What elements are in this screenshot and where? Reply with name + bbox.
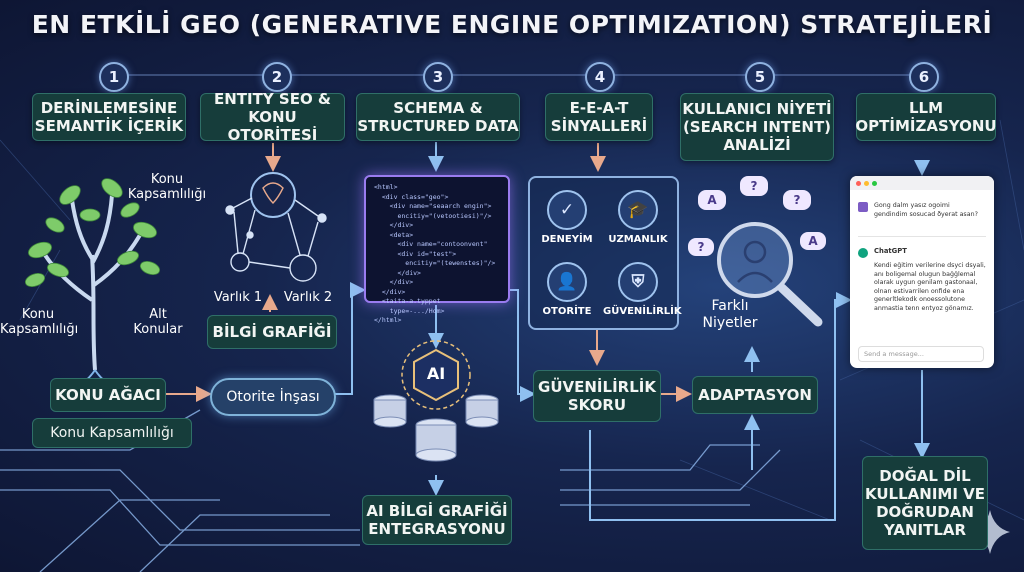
- step-header-6: LLM OPTİMİZASYONU: [855, 93, 997, 141]
- topic-tree-box: KONU AĞACI: [50, 378, 166, 412]
- step-number-1: 1: [99, 62, 129, 92]
- step-header-3: SCHEMA & STRUCTURED DATA: [356, 93, 520, 141]
- step-header-1: DERİNLEMESİNE SEMANTİK İÇERİK: [32, 93, 186, 141]
- chatgpt-logo-icon: [858, 248, 868, 258]
- trust-score-box: GÜVENİLİRLİK SKORU: [533, 370, 661, 422]
- chat-bot-name: ChatGPT: [874, 247, 907, 255]
- database-icons: [373, 394, 499, 462]
- user-badge-icon: 👤: [547, 262, 587, 302]
- shield-icon: ⛨: [618, 262, 658, 302]
- step-header-2: ENTITY SEO & KONU OTORİTESİ: [200, 90, 345, 144]
- step-number-2: 2: [262, 62, 292, 92]
- sparkle-icon: [970, 510, 1010, 554]
- svg-text:?: ?: [751, 179, 758, 193]
- chat-answer: Kendi eğitim verilerine dsyci dsyali, an…: [874, 262, 986, 312]
- chat-question: Gong dalm yasız ogoimi gendindim sosucad…: [874, 202, 978, 218]
- entity-graph: [225, 172, 327, 282]
- topic-coverage-box: Konu Kapsamlılığı: [32, 418, 192, 448]
- eeat-authority: 👤 OTORİTE: [532, 262, 602, 317]
- knowledge-graph-box: BİLGİ GRAFİĞİ: [207, 315, 337, 349]
- eeat-authority-label: OTORİTE: [542, 306, 592, 317]
- svg-text:A: A: [707, 193, 717, 207]
- tree-label-top: Konu Kapsamlılığı: [127, 172, 207, 202]
- check-badge-icon: ✓: [547, 190, 587, 230]
- ai-knowledge-graph-integration-box: AI BİLGİ GRAFİĞİ ENTEGRASYONU: [362, 495, 512, 545]
- step-header-4: E-E-A-T SİNYALLERİ: [545, 93, 653, 141]
- svg-text:?: ?: [794, 193, 801, 207]
- eeat-experience-label: DENEYİM: [541, 234, 593, 245]
- tree-graphic: [24, 178, 161, 396]
- entity-node-1: Varlık 1: [213, 290, 263, 305]
- step-number-5: 5: [745, 62, 775, 92]
- entity-node-2: Varlık 2: [283, 290, 333, 305]
- code-snippet: <html> <div class="geo"> <div name="seaa…: [364, 175, 510, 324]
- adaptation-box: ADAPTASYON: [692, 376, 818, 414]
- chat-window: Gong dalm yasız ogoimi gendindim sosucad…: [850, 176, 994, 368]
- tree-label-left: Konu Kapsamlılığı: [0, 307, 79, 337]
- eeat-experience: ✓ DENEYİM: [532, 190, 602, 245]
- natural-language-box: DOĞAL DİL KULLANIMI VE DOĞRUDAN YANITLAR: [862, 456, 988, 550]
- ai-hexagon: [401, 340, 471, 410]
- different-intents-label: Farklı Niyetler: [702, 298, 758, 331]
- eeat-expertise-label: UZMANLIK: [608, 234, 668, 245]
- window-controls: [850, 176, 994, 190]
- eeat-expertise: 🎓 UZMANLIK: [603, 190, 673, 245]
- step-number-3: 3: [423, 62, 453, 92]
- eeat-trust-label: GÜVENİLİRLİK: [603, 306, 682, 317]
- authority-building-pill: Otorite İnşası: [210, 378, 336, 416]
- speech-bubbles: A ? ? ? A: [688, 176, 826, 256]
- eeat-panel: ✓ DENEYİM 🎓 UZMANLIK 👤 OTORİTE ⛨ GÜVENİL…: [528, 176, 682, 330]
- step-number-6: 6: [909, 62, 939, 92]
- step-header-5: KULLANICI NİYETİ (SEARCH INTENT) ANALİZİ: [680, 93, 834, 161]
- user-avatar: [858, 202, 868, 212]
- step-number-4: 4: [585, 62, 615, 92]
- eeat-trust: ⛨ GÜVENİLİRLİK: [603, 262, 682, 317]
- svg-text:?: ?: [698, 240, 705, 254]
- ai-label: AI: [426, 364, 446, 383]
- graduate-icon: 🎓: [618, 190, 658, 230]
- chat-message-input[interactable]: Send a message...: [858, 346, 984, 362]
- svg-text:A: A: [808, 234, 818, 248]
- tree-label-right: Alt Konular: [133, 307, 183, 337]
- page-title: EN ETKİLİ GEO (GENERATIVE ENGINE OPTIMIZ…: [31, 10, 993, 39]
- magnifier-icon: [717, 222, 823, 327]
